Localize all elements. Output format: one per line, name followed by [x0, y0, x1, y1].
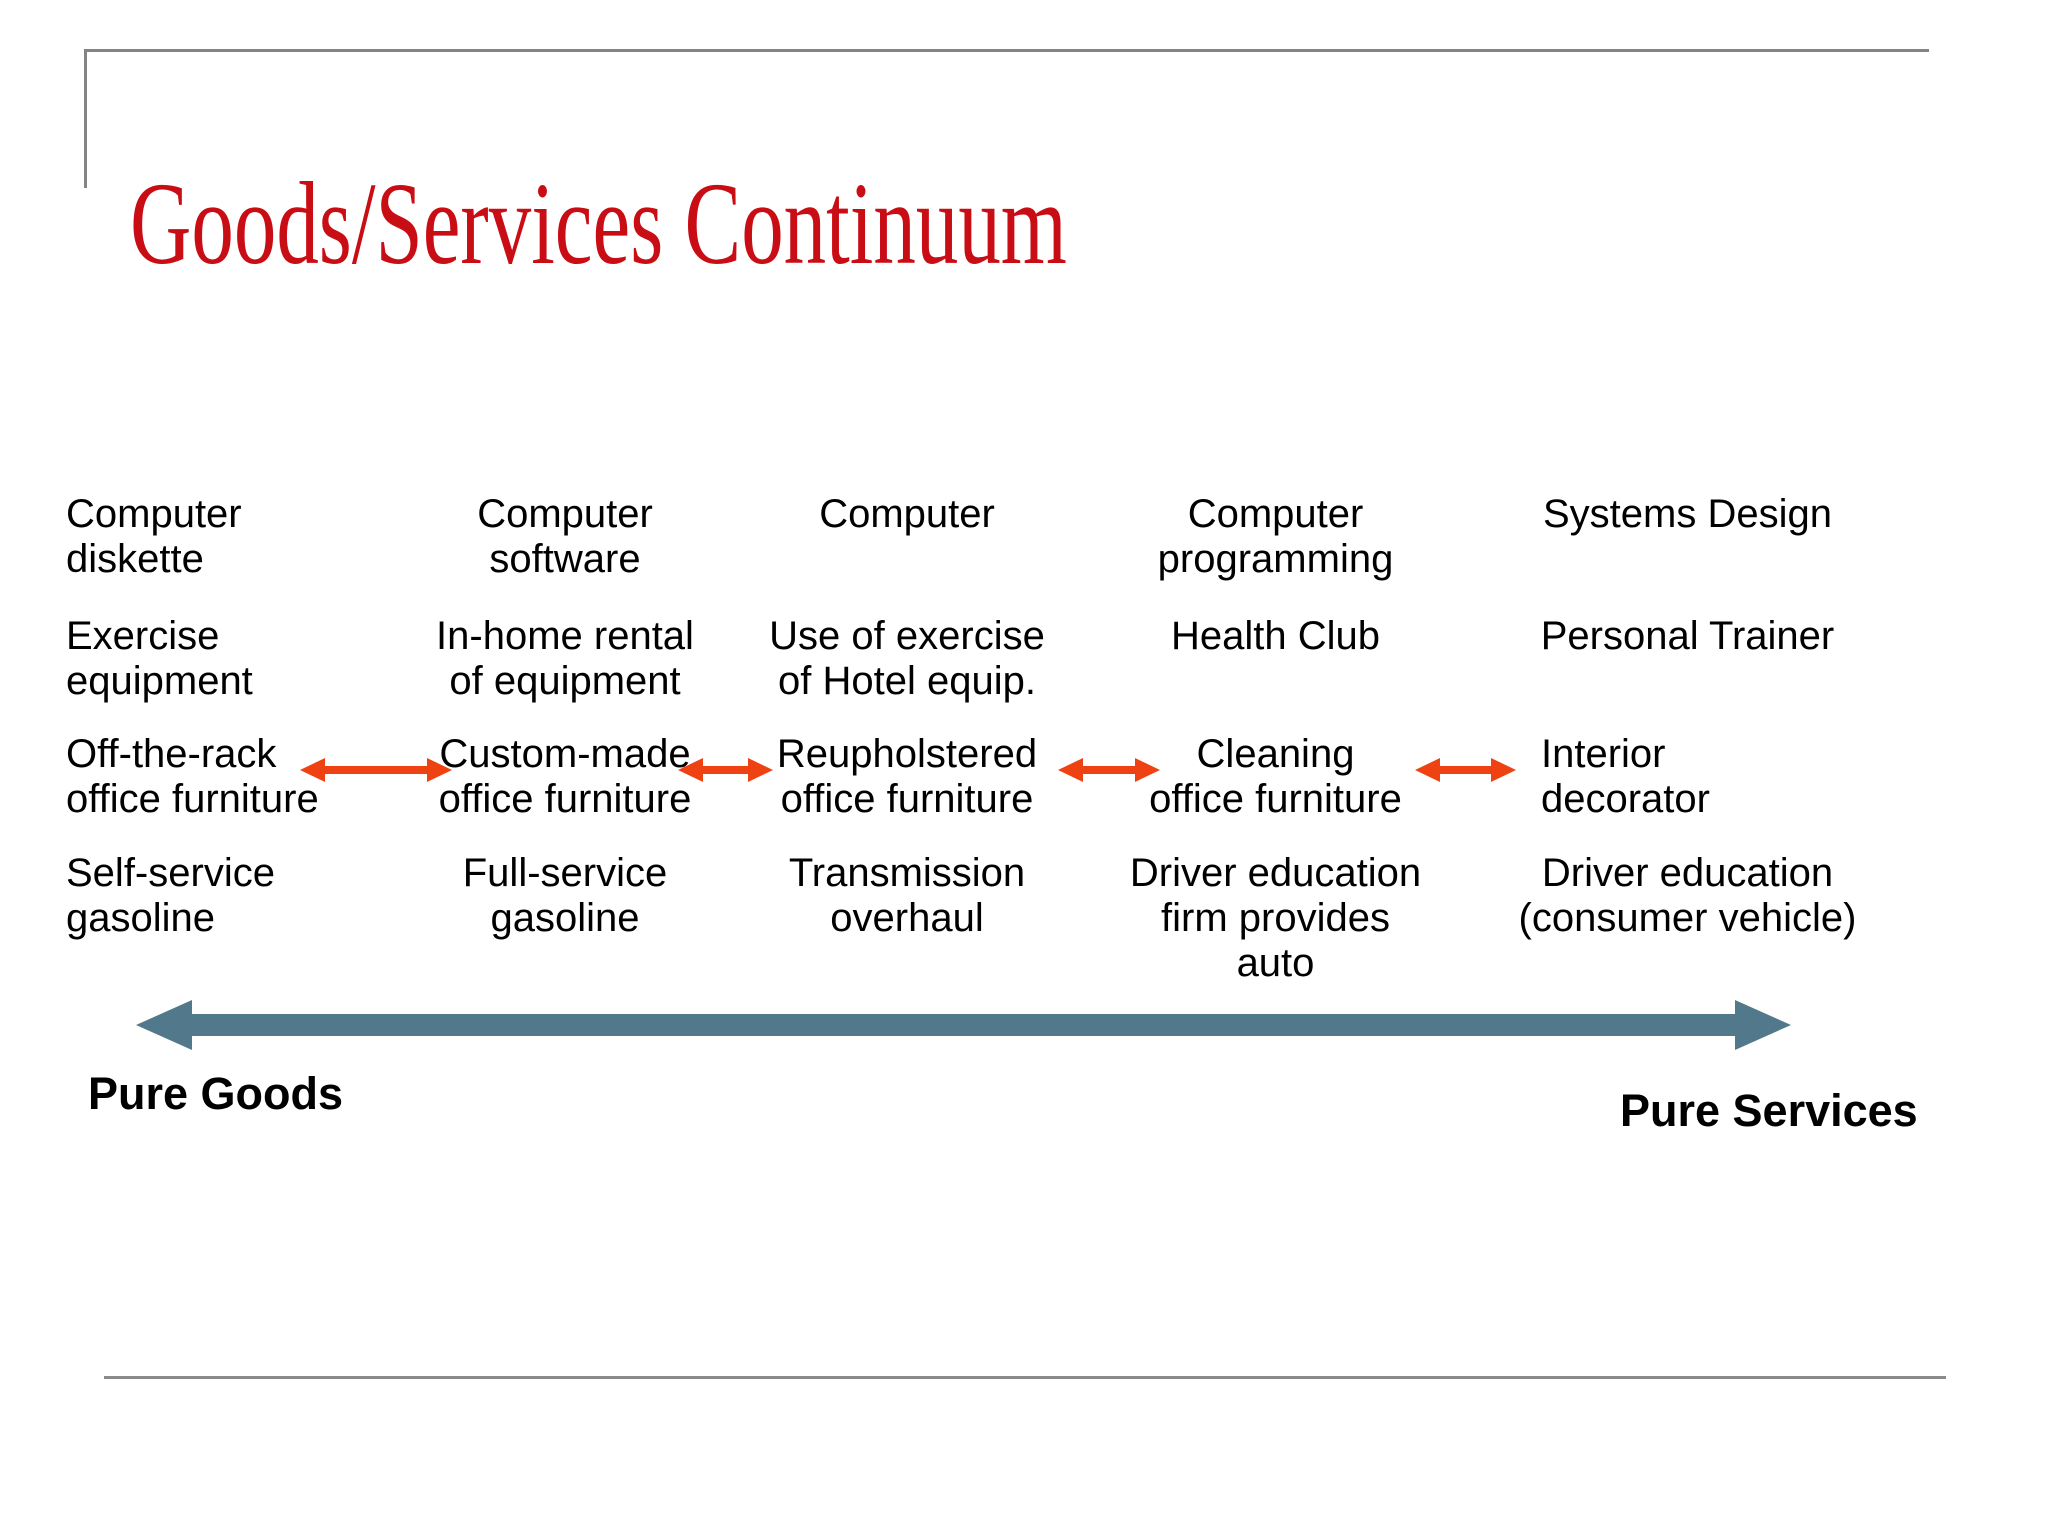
arrow-right-head [748, 758, 773, 782]
double-headed-arrow-icon [678, 758, 773, 782]
continuum-item: Systems Design [1543, 492, 1832, 536]
continuum-item: Computer diskette [66, 492, 242, 581]
arrow-shaft [692, 766, 759, 774]
continuum-item: In-home rental of equipment [436, 614, 694, 703]
arrow-right-head [427, 758, 452, 782]
arrow-left-head [136, 1000, 192, 1050]
slide-title: Goods/Services Continuum [130, 158, 1067, 290]
continuum-item: Reupholstered office furniture [776, 732, 1038, 821]
pure-goods-label: Pure Goods [88, 1068, 344, 1119]
arrow-right-head [1735, 1000, 1791, 1050]
continuum-item: Full-service gasoline [462, 851, 668, 940]
continuum-item: Exercise equipment [66, 614, 253, 703]
double-headed-arrow-icon [300, 758, 452, 782]
arrow-right-head [1135, 758, 1160, 782]
continuum-item: Cleaning office furniture [1149, 732, 1402, 821]
arrow-shaft [1072, 766, 1146, 774]
continuum-item: Use of exercise of Hotel equip. [769, 614, 1045, 703]
pure-services-label: Pure Services [1620, 1085, 1918, 1136]
corner-border [84, 49, 1929, 188]
goods-services-axis-arrow-icon [136, 1000, 1791, 1050]
continuum-item: Transmission overhaul [788, 851, 1026, 940]
double-headed-arrow-icon [1415, 758, 1516, 782]
bottom-divider [104, 1376, 1946, 1379]
arrow-right-head [1491, 758, 1516, 782]
arrow-shaft [186, 1014, 1741, 1036]
continuum-item: Interior decorator [1541, 732, 1710, 821]
continuum-item: Computer software [477, 492, 653, 581]
continuum-item: Off-the-rack office furniture [66, 732, 319, 821]
continuum-item: Driver education firm provides auto [1129, 851, 1422, 985]
continuum-item: Custom-made office furniture [438, 732, 692, 821]
continuum-item: Computer programming [1157, 492, 1394, 581]
continuum-item: Personal Trainer [1540, 614, 1835, 658]
arrow-shaft [1429, 766, 1502, 774]
continuum-item: Computer [819, 492, 995, 536]
continuum-item: Health Club [1170, 614, 1380, 658]
double-headed-arrow-icon [1058, 758, 1160, 782]
continuum-item: Self-service gasoline [66, 851, 275, 940]
continuum-item: Driver education (consumer vehicle) [1518, 851, 1857, 940]
arrow-shaft [314, 766, 438, 774]
